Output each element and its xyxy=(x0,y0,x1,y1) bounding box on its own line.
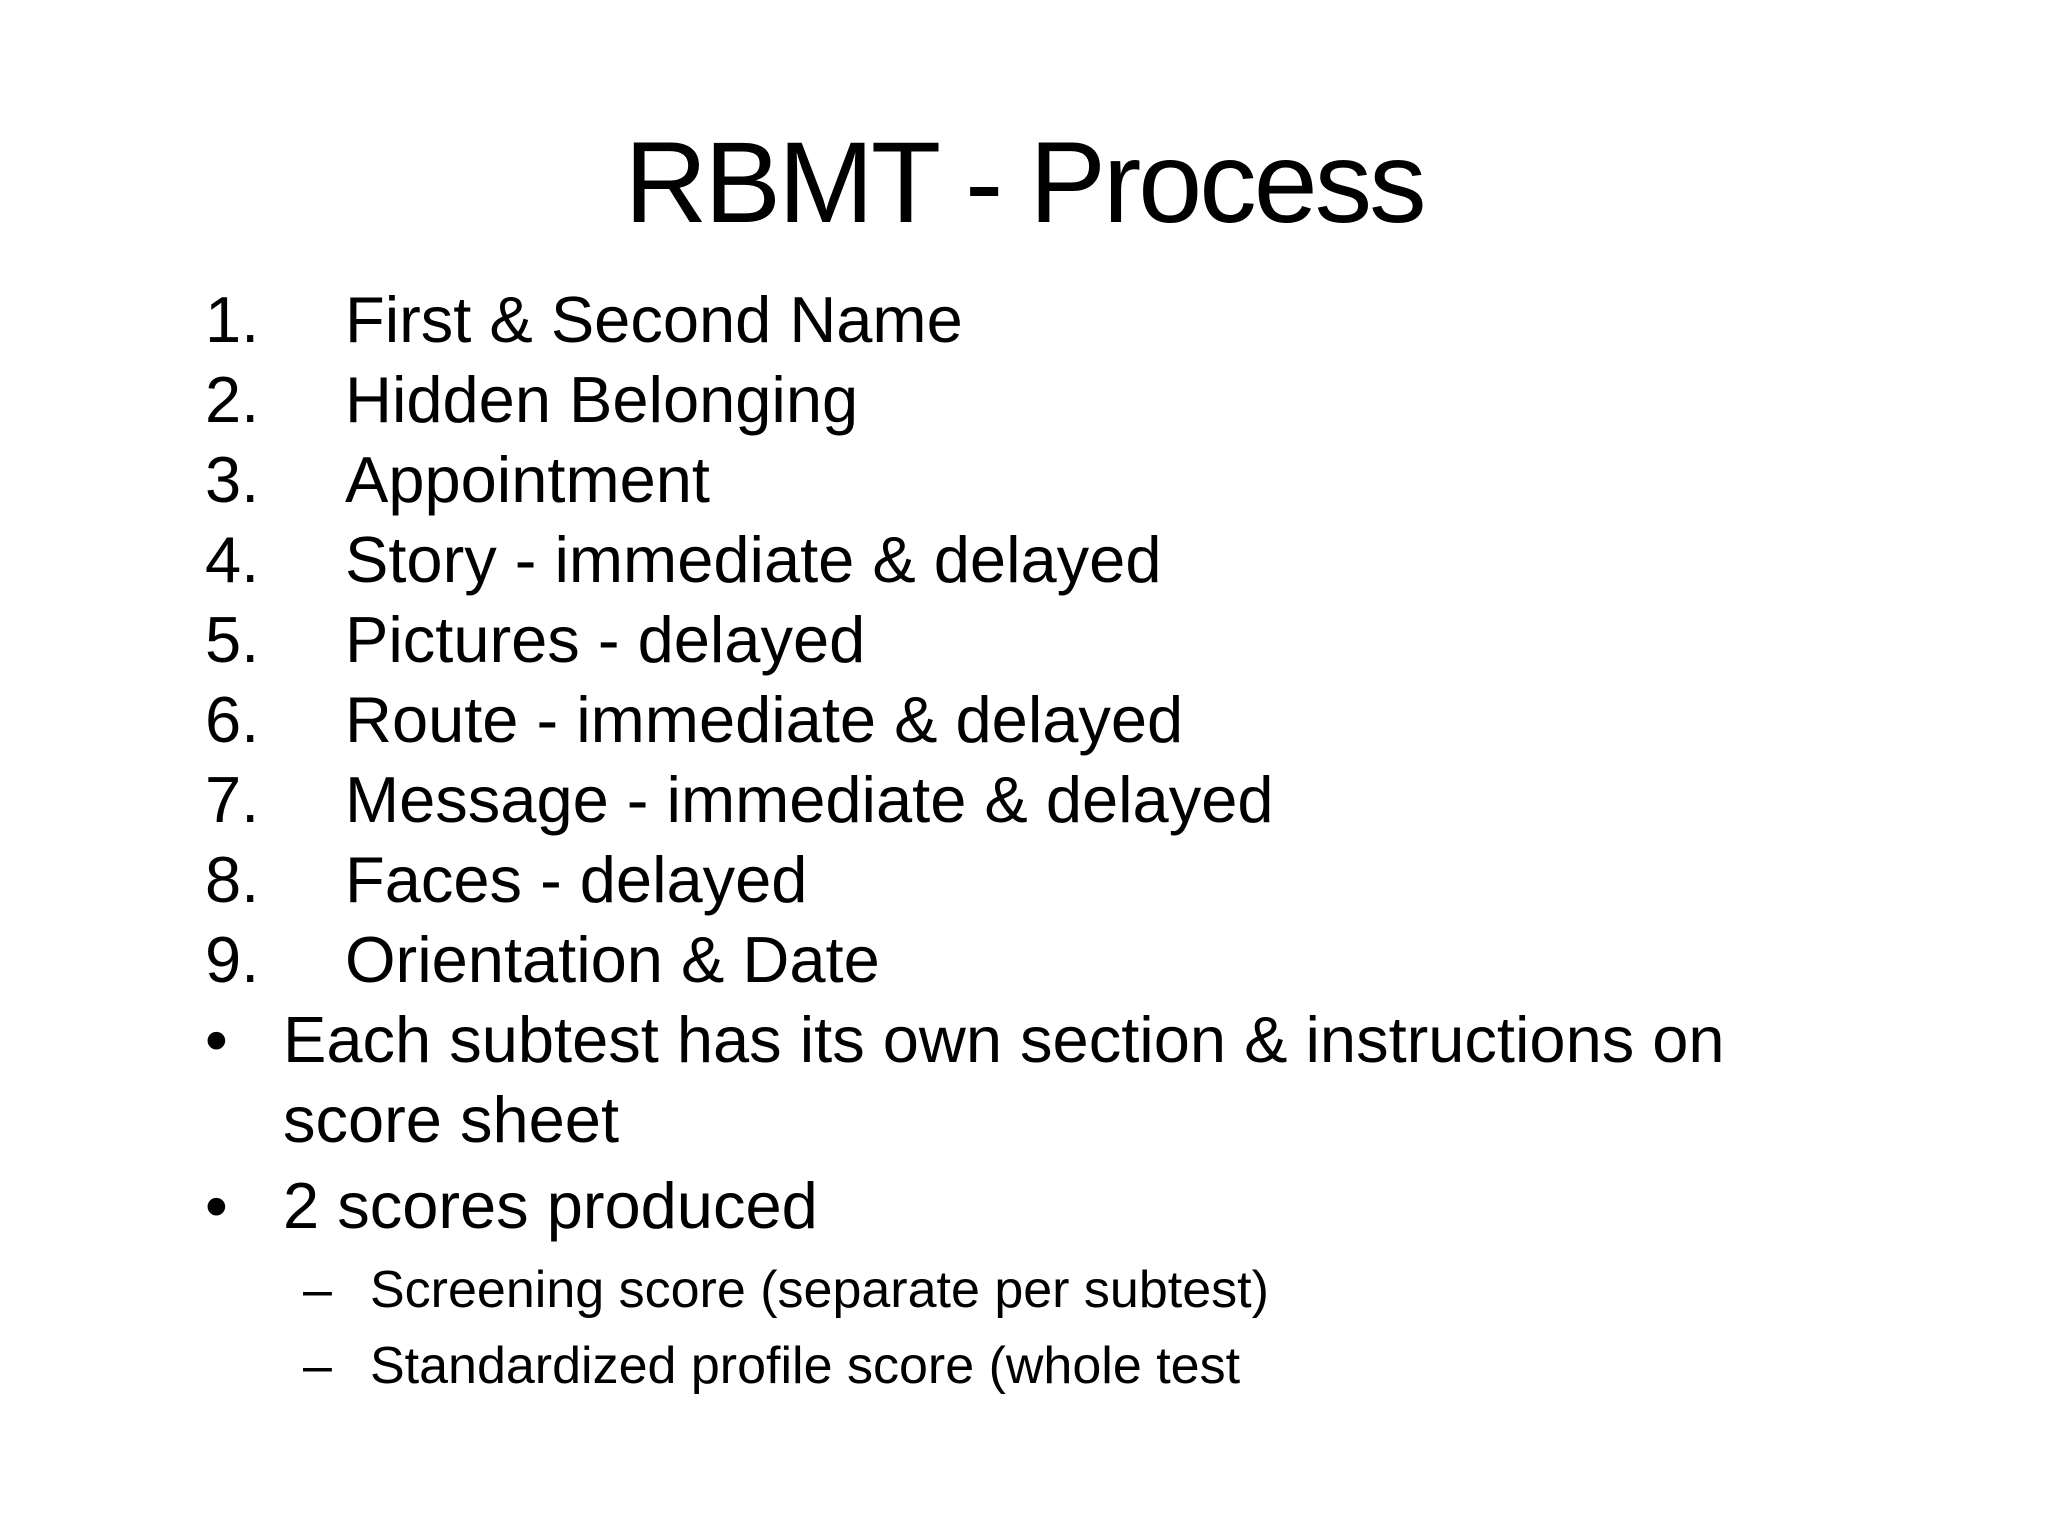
bullet-list: • Each subtest has its own section & ins… xyxy=(0,1000,2048,1404)
list-item-number: 1. xyxy=(205,283,260,356)
list-item-number: 2. xyxy=(205,363,260,436)
bullet-icon: • xyxy=(205,1003,228,1076)
sub-bullet-text: Standardized profile score (whole test xyxy=(370,1337,1241,1395)
sub-bullet-item: – Screening score (separate per subtest) xyxy=(0,1252,2048,1328)
list-item-number: 4. xyxy=(205,523,260,596)
list-item-text: Route - immediate & delayed xyxy=(345,683,1184,756)
list-item-number: 8. xyxy=(205,843,260,916)
list-item: 4. Story - immediate & delayed xyxy=(0,520,2048,600)
bullet-icon: • xyxy=(205,1169,228,1242)
sub-bullet-text: Screening score (separate per subtest) xyxy=(370,1261,1269,1319)
list-item-number: 9. xyxy=(205,923,260,996)
list-item: 9. Orientation & Date xyxy=(0,920,2048,1000)
list-item: 2. Hidden Belonging xyxy=(0,360,2048,440)
list-item: 7. Message - immediate & delayed xyxy=(0,760,2048,840)
list-item-number: 3. xyxy=(205,443,260,516)
numbered-list: 1. First & Second Name 2. Hidden Belongi… xyxy=(0,280,2048,1000)
list-item: 5. Pictures - delayed xyxy=(0,600,2048,680)
bullet-item: • Each subtest has its own section & ins… xyxy=(0,1000,2048,1160)
slide-body: 1. First & Second Name 2. Hidden Belongi… xyxy=(0,280,2048,1404)
list-item-text: Appointment xyxy=(345,443,710,516)
slide-title: RBMT - Process xyxy=(624,119,1426,247)
bullet-text: 2 scores produced xyxy=(283,1169,818,1242)
list-item-text: Hidden Belonging xyxy=(345,363,859,436)
sub-bullet-list: – Screening score (separate per subtest)… xyxy=(0,1252,2048,1404)
bullet-text: Each subtest has its own section & instr… xyxy=(283,1003,1725,1156)
list-item-number: 7. xyxy=(205,763,260,836)
list-item-text: Faces - delayed xyxy=(345,843,808,916)
list-item: 6. Route - immediate & delayed xyxy=(0,680,2048,760)
sub-bullet-item: – Standardized profile score (whole test xyxy=(0,1328,2048,1404)
list-item-number: 5. xyxy=(205,603,260,676)
list-item-text: First & Second Name xyxy=(345,283,963,356)
list-item-text: Orientation & Date xyxy=(345,923,880,996)
dash-icon: – xyxy=(303,1261,332,1319)
bullet-item: • 2 scores produced xyxy=(0,1166,2048,1246)
dash-icon: – xyxy=(303,1337,332,1395)
list-item-number: 6. xyxy=(205,683,260,756)
list-item-text: Pictures - delayed xyxy=(345,603,866,676)
list-item: 8. Faces - delayed xyxy=(0,840,2048,920)
list-item-text: Message - immediate & delayed xyxy=(345,763,1274,836)
list-item-text: Story - immediate & delayed xyxy=(345,523,1162,596)
list-item: 1. First & Second Name xyxy=(0,280,2048,360)
list-item: 3. Appointment xyxy=(0,440,2048,520)
